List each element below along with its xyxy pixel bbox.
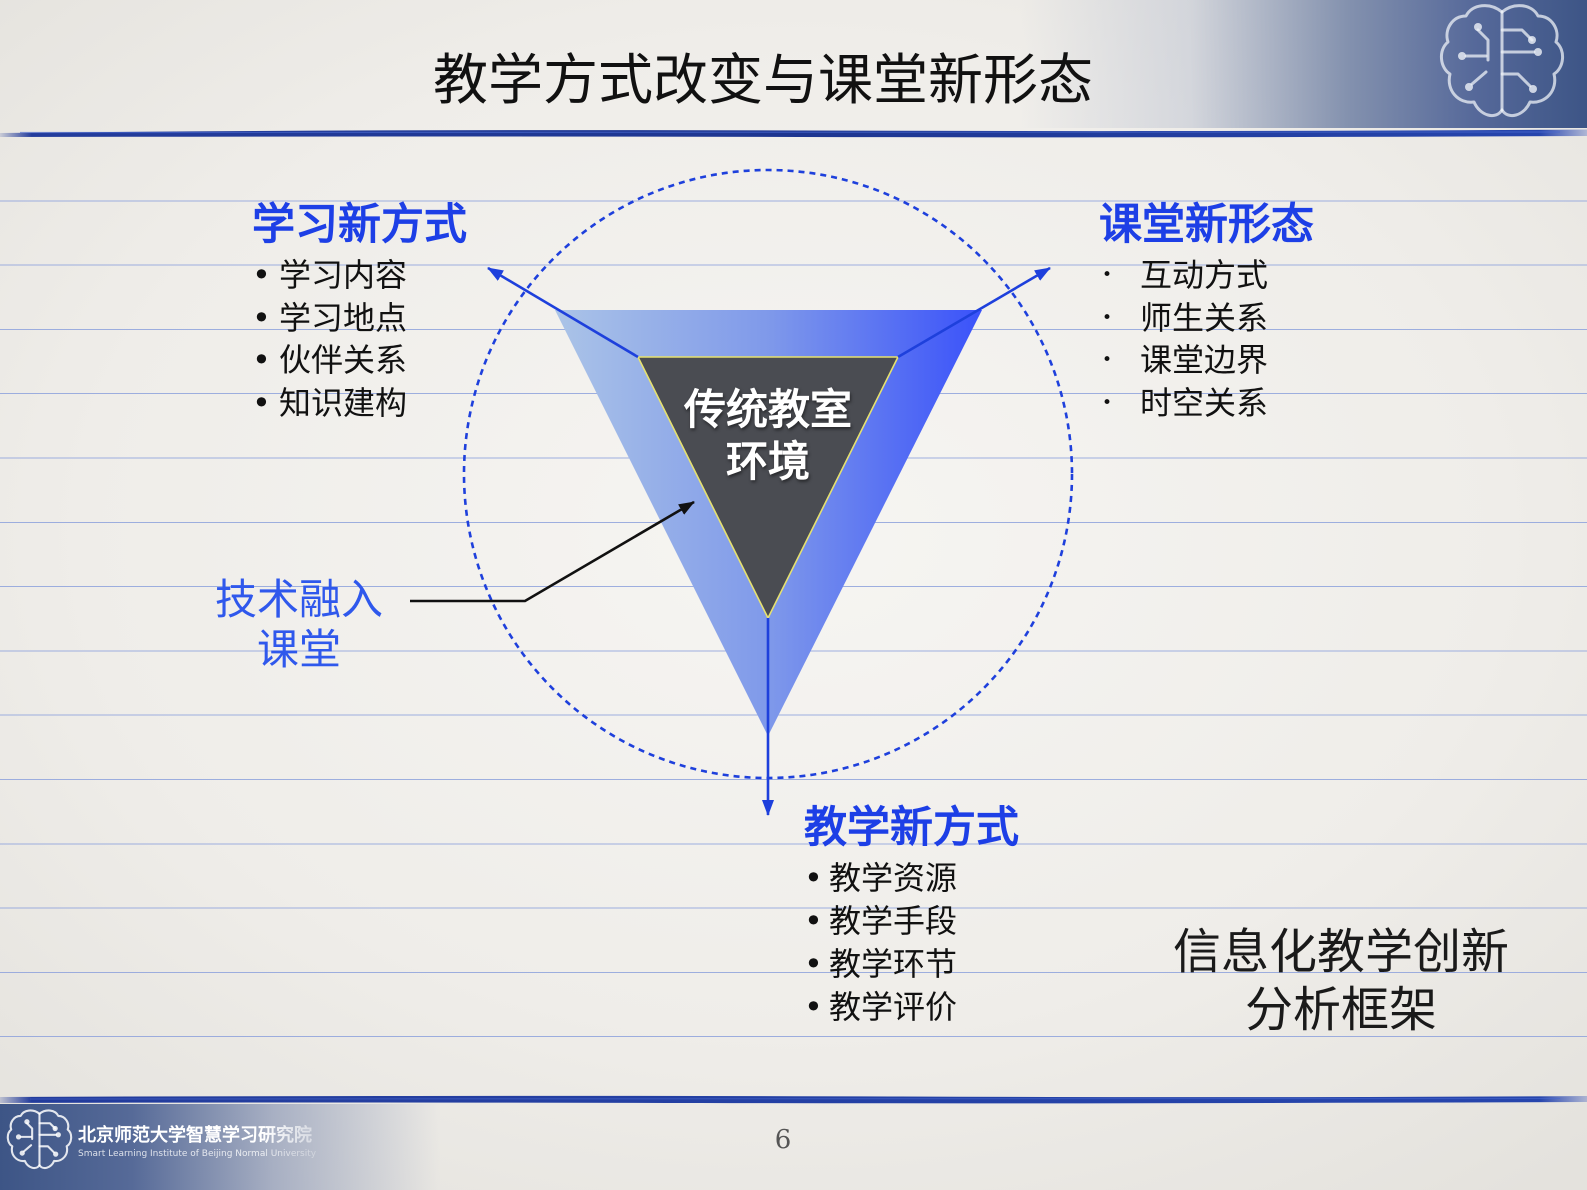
core-label-line2: 环境	[725, 437, 810, 486]
slide-title: 教学方式改变与课堂新形态	[432, 48, 1093, 112]
list-item: 教学资源	[804, 857, 1019, 900]
core-label-line1: 传统教室	[683, 385, 852, 434]
page-number: 6	[774, 1125, 792, 1155]
brain-circuit-icon	[1440, 4, 1564, 118]
footer-organization: 北京师范大学智慧学习研究院 Smart Learning Institute o…	[78, 1124, 378, 1168]
framework-caption-line2: 分析框架	[1244, 982, 1437, 1038]
list-item: 学习内容	[252, 254, 467, 297]
footer-org-name-cn: 北京师范大学智慧学习研究院	[78, 1125, 312, 1146]
header-gradient-band	[1020, 0, 1587, 128]
learning-group: 学习新方式 学习内容 学习地点 伙伴关系 知识建构	[252, 202, 467, 424]
technology-label-line1: 技术融入	[214, 575, 383, 624]
header-brush-divider	[0, 129, 1587, 138]
framework-caption: 信息化教学创新 分析框架	[1141, 923, 1541, 1039]
list-item: 教学手段	[804, 900, 1019, 943]
learning-list: 学习内容 学习地点 伙伴关系 知识建构	[252, 254, 467, 424]
teaching-list: 教学资源 教学手段 教学环节 教学评价	[804, 857, 1019, 1029]
classroom-group: 课堂新形态 互动方式 师生关系 课堂边界 时空关系	[1099, 202, 1314, 424]
teaching-heading: 教学新方式	[804, 803, 1019, 853]
list-item: 时空关系	[1099, 382, 1314, 425]
footer-gradient-band	[0, 1104, 440, 1190]
technology-label-line2: 课堂	[256, 625, 341, 674]
classroom-list: 互动方式 师生关系 课堂边界 时空关系	[1099, 254, 1314, 424]
list-item: 互动方式	[1099, 254, 1314, 297]
core-label: 传统教室 环境	[668, 384, 868, 488]
footer-org-name-en: Smart Learning Institute of Beijing Norm…	[78, 1149, 317, 1159]
framework-caption-line1: 信息化教学创新	[1172, 924, 1509, 980]
brain-circuit-icon	[6, 1109, 73, 1170]
classroom-heading: 课堂新形态	[1099, 200, 1314, 250]
list-item: 师生关系	[1099, 297, 1314, 340]
list-item: 教学环节	[804, 943, 1019, 986]
list-item: 学习地点	[252, 297, 467, 340]
list-item: 伙伴关系	[252, 339, 467, 382]
list-item: 知识建构	[252, 382, 467, 425]
learning-heading: 学习新方式	[252, 200, 467, 250]
teaching-group: 教学新方式 教学资源 教学手段 教学环节 教学评价	[804, 805, 1019, 1029]
list-item: 课堂边界	[1099, 339, 1314, 382]
technology-label: 技术融入 课堂	[199, 575, 399, 675]
footer-brush-divider	[0, 1095, 1587, 1104]
list-item: 教学评价	[804, 986, 1019, 1029]
